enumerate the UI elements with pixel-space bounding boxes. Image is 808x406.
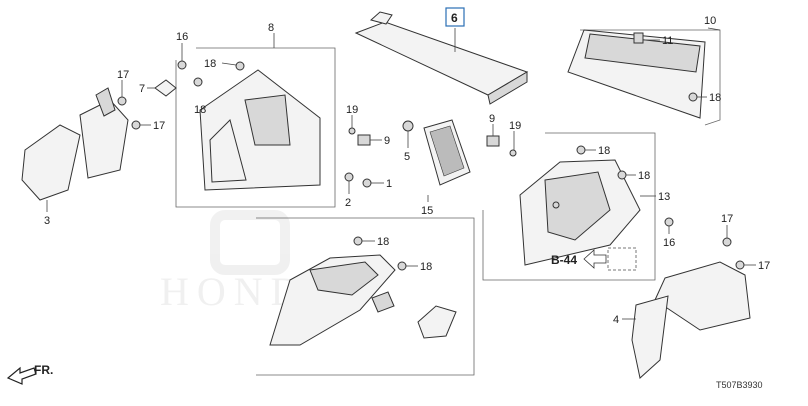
part-15-grille[interactable] (423, 119, 471, 202)
clip-17-right-lower[interactable] (735, 260, 756, 270)
callout-18-right-b[interactable]: 18 (638, 170, 650, 182)
clip-18-rear-trim[interactable] (688, 92, 707, 102)
callout-8[interactable]: 8 (268, 22, 274, 34)
clip-18-right-c[interactable] (552, 201, 560, 209)
part-9-bracket-upper[interactable] (357, 134, 382, 146)
callout-17-left-upper[interactable]: 17 (117, 69, 129, 81)
callout-7[interactable]: 7 (139, 83, 145, 95)
callout-10[interactable]: 10 (704, 15, 716, 27)
part-5-clip[interactable] (402, 120, 414, 148)
callout-18-upper-left-a[interactable]: 18 (204, 58, 216, 70)
part-1-hook[interactable] (362, 178, 384, 188)
part-9-bracket-right[interactable] (486, 124, 500, 147)
group-box-lower (256, 217, 475, 376)
part-2-hook[interactable] (344, 172, 354, 194)
callout-18-lower-b[interactable]: 18 (420, 261, 432, 273)
front-direction-indicator: FR. (6, 363, 53, 385)
clip-18-upper-left-a[interactable] (221, 61, 245, 71)
callout-1[interactable]: 1 (386, 178, 392, 190)
callout-13[interactable]: 13 (658, 191, 670, 203)
part-19-screw-upper[interactable] (348, 115, 356, 135)
callout-18-rear-trim[interactable]: 18 (709, 92, 721, 104)
clip-18-upper-left-b[interactable] (193, 77, 203, 87)
reference-b44[interactable]: B-44 (551, 247, 637, 271)
callout-11[interactable]: 11 (662, 35, 673, 47)
part-10-rear-trim[interactable] (567, 27, 721, 119)
callout-19-right[interactable]: 19 (509, 120, 521, 132)
clip-17-left-upper[interactable] (117, 80, 127, 106)
callout-17-left-lower[interactable]: 17 (153, 120, 165, 132)
callout-17-right-upper[interactable]: 17 (721, 213, 733, 225)
group-box-left (175, 47, 336, 208)
group-box-right (482, 132, 656, 281)
part-7-plate[interactable] (147, 79, 177, 97)
part-3-left-panel[interactable] (21, 87, 129, 212)
part-4-right-panel[interactable] (622, 261, 751, 379)
callout-9-right[interactable]: 9 (489, 113, 495, 125)
callout-3[interactable]: 3 (44, 215, 50, 227)
front-label: FR. (34, 363, 53, 377)
clip-17-right-upper[interactable] (722, 225, 732, 247)
callout-16-right[interactable]: 16 (663, 237, 675, 249)
clip-17-left-lower[interactable] (131, 120, 151, 130)
clip-18-right-a[interactable] (576, 145, 596, 155)
part-13-right-side-trim[interactable] (519, 159, 656, 266)
part-11-clip[interactable] (633, 32, 660, 44)
clip-18-lower-b[interactable] (397, 261, 418, 271)
diagram-code: T507B3930 (716, 380, 763, 390)
group-box-ten (580, 29, 721, 126)
clip-18-right-b[interactable] (617, 170, 636, 180)
part-6-cargo-cover[interactable] (354, 11, 529, 105)
front-arrow-icon (6, 366, 37, 385)
reference-arrow-icon (583, 249, 607, 269)
part-19-screw-right[interactable] (509, 131, 517, 157)
callout-6[interactable]: 6 (451, 11, 458, 25)
part-8-left-side-trim[interactable] (199, 33, 321, 191)
callout-9-upper[interactable]: 9 (384, 135, 390, 147)
reference-detail-box (607, 247, 637, 271)
callout-4[interactable]: 4 (613, 314, 619, 326)
reference-label[interactable]: B-44 (551, 253, 577, 267)
callout-16-left[interactable]: 16 (176, 31, 188, 43)
lower-trim-assembly[interactable] (269, 254, 457, 346)
callout-6-box (445, 7, 465, 27)
callout-18-lower-a[interactable]: 18 (377, 236, 389, 248)
callout-19-upper[interactable]: 19 (346, 104, 358, 116)
callout-18-right-a[interactable]: 18 (598, 145, 610, 157)
callout-5[interactable]: 5 (404, 151, 410, 163)
clip-18-lower-a[interactable] (353, 236, 375, 246)
clip-16-right[interactable] (664, 217, 674, 234)
callout-18-upper-left-b[interactable]: 18 (194, 104, 206, 116)
callout-15[interactable]: 15 (421, 205, 433, 217)
clip-16-left[interactable] (177, 43, 187, 70)
callout-17-right-lower[interactable]: 17 (758, 260, 770, 272)
callout-2[interactable]: 2 (345, 197, 351, 209)
